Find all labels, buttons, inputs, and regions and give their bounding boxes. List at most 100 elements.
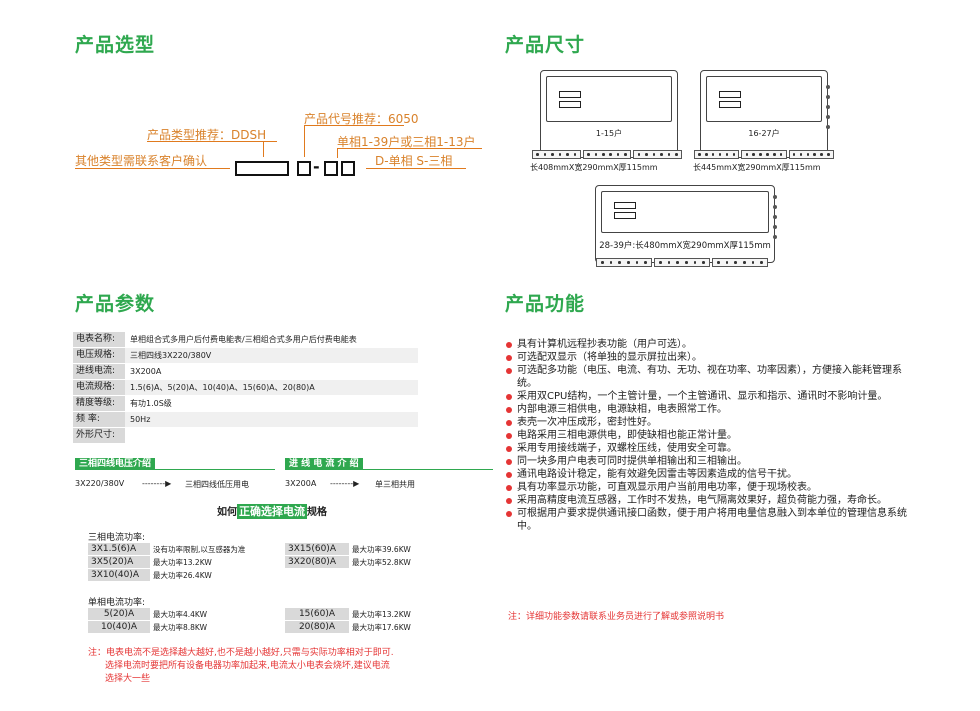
- section-title-features: 产品功能: [505, 293, 586, 315]
- single-phase-title: 单相电流功率:: [88, 598, 146, 608]
- three-phase-title: 三相电流功率:: [88, 533, 146, 543]
- label-other-type: 其他类型需联系客户确认: [75, 154, 208, 168]
- terminal-row-1: [532, 150, 683, 159]
- param-row: 外形尺寸:: [73, 428, 418, 443]
- howto-heading: 如何正确选择电流规格: [217, 503, 327, 519]
- line-households-vertical: [337, 148, 338, 158]
- power-spec: 5(20)A: [88, 608, 150, 620]
- feature-item: 同一块多用户电表可同时提供单相输出和三相输出。: [506, 455, 916, 468]
- side-terminal: [826, 95, 830, 99]
- side-terminal: [826, 125, 830, 129]
- section-title-dimensions: 产品尺寸: [505, 34, 586, 56]
- device-caption-3: 28-39户:长480mmX宽290mmX厚115mm: [599, 241, 771, 251]
- line-type-vertical: [263, 141, 264, 157]
- power-spec: 3X10(40)A: [88, 569, 150, 581]
- voltage-value: 3X220/380V: [75, 479, 125, 488]
- howto-pre: 如何: [217, 507, 237, 518]
- param-key: 电表名称:: [73, 332, 125, 347]
- section-title-selection: 产品选型: [75, 34, 156, 56]
- display-icon: [614, 202, 636, 209]
- label-product-type: 产品类型推荐：DDSH: [147, 128, 267, 142]
- current-note-line1: 注：电表电流不是选择越大越好,也不是越小越好,只需与实际功率相对于即可.: [88, 648, 394, 658]
- code-dash: -: [313, 157, 320, 176]
- power-note: 最大功率13.2KW: [352, 609, 411, 619]
- param-key: 外形尺寸:: [73, 428, 125, 443]
- feature-item: 采用专用接线端子，双螺栓压线，使用安全可靠。: [506, 442, 916, 455]
- device-drawing-3: 28-39户:长480mmX宽290mmX厚115mm: [595, 185, 775, 263]
- param-row: 频 率: 50Hz: [73, 412, 418, 427]
- param-key: 精度等级:: [73, 396, 125, 411]
- side-terminal: [773, 205, 777, 209]
- power-note: 最大功率26.4KW: [153, 570, 212, 580]
- line-phase-underline: [366, 168, 466, 169]
- current-note-line2: 选择电流时要把所有设备电器功率加起来,电流太小电表会烧坏,建议电流: [105, 661, 390, 671]
- line-code-underline: [304, 125, 404, 126]
- feature-item: 采用高精度电流互感器，工作时不发热，电气隔离效果好，超负荷能力强，寿命长。: [506, 494, 916, 507]
- voltage-intro-bar: 三相四线电压介绍: [75, 458, 156, 470]
- power-note: 最大功率13.2KW: [153, 557, 212, 567]
- param-value: 有功1.0S级: [130, 399, 172, 408]
- feature-item: 表壳一次冲压成形，密封性好。: [506, 416, 916, 429]
- side-terminal: [826, 105, 830, 109]
- power-spec: 3X20(80)A: [285, 556, 349, 568]
- code-box-households-2: [341, 161, 355, 176]
- line-households-underline: [337, 148, 482, 149]
- side-terminal: [773, 225, 777, 229]
- arrow-icon: --------▶: [142, 479, 172, 488]
- param-row: 电流规格:1.5(6)A、5(20)A、10(40)A、15(60)A、20(8…: [73, 380, 418, 395]
- device-drawing-2: 16-27户: [700, 70, 828, 158]
- param-row: 精度等级: 有功1.0S级: [73, 396, 418, 411]
- current-note-line3: 选择大一些: [105, 674, 151, 684]
- current-desc: 单三相共用: [375, 480, 415, 489]
- param-row: 电表名称:单相组合式多用户后付费电能表/三相组合式多用户后付费电能表: [73, 332, 418, 347]
- feature-item: 内部电源三相供电，电源缺相，电表照常工作。: [506, 403, 916, 416]
- param-key: 进线电流:: [73, 364, 125, 379]
- current-value: 3X200A: [285, 479, 317, 488]
- display-icon: [719, 101, 741, 108]
- param-row: 电压规格:三相四线3X220/380V: [73, 348, 418, 363]
- howto-highlight: 正确选择电流: [237, 504, 307, 519]
- feature-item: 通讯电路设计稳定，能有效避免因雷击等因素造成的信号干扰。: [506, 468, 916, 481]
- section-title-params: 产品参数: [75, 293, 156, 315]
- code-box-code: [297, 161, 311, 176]
- code-box-households-1: [324, 161, 338, 176]
- feature-item: 可选配双显示（将单独的显示屏拉出来）。: [506, 351, 916, 364]
- voltage-intro-line: [75, 469, 275, 470]
- feature-list: 具有计算机远程抄表功能（用户可选）。 可选配双显示（将单独的显示屏拉出来）。 可…: [506, 338, 916, 533]
- power-spec: 3X15(60)A: [285, 543, 349, 555]
- power-note: 最大功率17.6KW: [352, 622, 411, 632]
- param-key: 电流规格:: [73, 380, 125, 395]
- line-type-underline: [147, 141, 277, 142]
- param-key: 电压规格:: [73, 348, 125, 363]
- line-code-vertical: [304, 125, 305, 157]
- feature-item: 可选配多功能（电压、电流、有功、无功、视在功率、功率因素），方便接入能耗管理系统…: [506, 364, 916, 390]
- side-terminal: [826, 85, 830, 89]
- param-row: 进线电流: 3X200A: [73, 364, 418, 379]
- terminal-row-2: [694, 150, 834, 159]
- side-terminal: [826, 115, 830, 119]
- label-households: 单相1-39户或三相1-13户: [337, 135, 476, 149]
- power-spec: 20(80)A: [285, 621, 349, 633]
- power-note: 没有功率限制,以互感器为准: [153, 544, 246, 554]
- arrow-icon: --------▶: [330, 479, 360, 488]
- howto-post: 规格: [307, 507, 327, 518]
- device-drawing-1: 1-15户: [540, 70, 678, 158]
- code-box-type: [235, 161, 289, 176]
- feature-item: 采用双CPU结构，一个主管计量，一个主管通讯、显示和指示、通讯时不影响计量。: [506, 390, 916, 403]
- features-note: 注：详细功能参数请联系业务员进行了解或参照说明书: [508, 612, 725, 622]
- side-terminal: [773, 215, 777, 219]
- feature-item: 具有功率显示功能，可直观显示用户当前用电功率，便于现场校表。: [506, 481, 916, 494]
- power-note: 最大功率52.8KW: [352, 557, 411, 567]
- param-key: 频 率:: [73, 412, 125, 427]
- label-product-code: 产品代号推荐：6050: [304, 112, 419, 126]
- feature-item: 电路采用三相电源供电，即使缺相也能正常计量。: [506, 429, 916, 442]
- param-value: 50Hz: [130, 415, 151, 424]
- param-value: 3X200A: [130, 367, 162, 376]
